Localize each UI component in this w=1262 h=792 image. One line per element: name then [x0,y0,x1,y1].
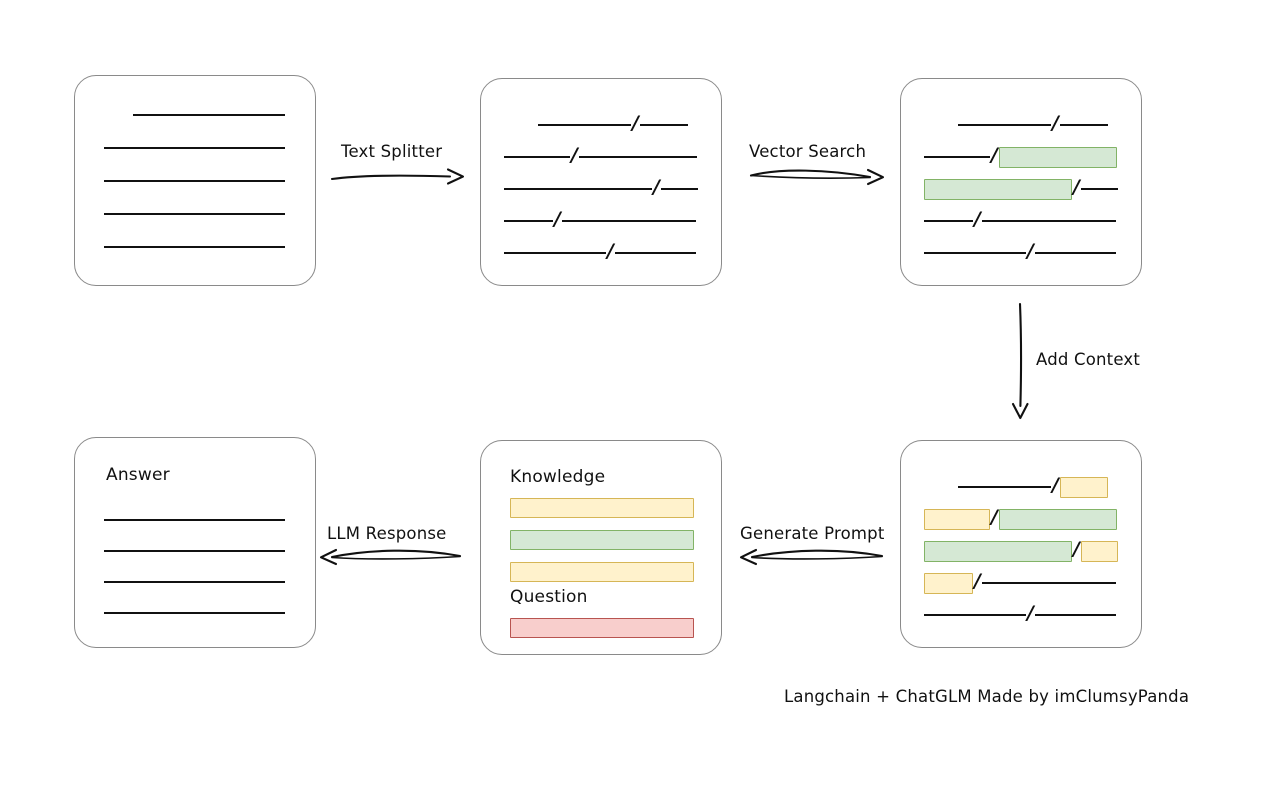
text-line-segment [924,155,990,158]
text-line-segment [958,485,1051,488]
text-line-segment [561,219,696,222]
text-line-segment [924,219,973,222]
prompt-bar-green[interactable] [510,530,694,550]
edge-text-splitter: Text Splitter [330,142,468,193]
text-line-segment [1080,187,1118,190]
prompt-bar-yellow[interactable] [510,498,694,518]
arrow-left-icon [319,548,462,566]
text-line-segment [614,251,696,254]
edge-add-context-label: Add Context [1036,350,1141,369]
edge-text-splitter-label: Text Splitter [341,142,443,161]
text-line-segment [924,251,1026,254]
text-line-segment [660,187,698,190]
text-line-segment [578,155,697,158]
prompt-bar-yellow[interactable] [510,562,694,582]
text-line-segment [104,580,285,583]
edge-add-context: Add Context [992,300,1162,422]
highlight-chip-yellow[interactable] [924,509,990,530]
matched-chunks-lines: ///// [901,79,1141,285]
highlight-chip-yellow[interactable] [924,573,973,594]
knowledge-label: Knowledge [510,467,606,487]
text-line-segment [981,219,1116,222]
highlight-chip-green[interactable] [924,179,1072,200]
question-label: Question [510,587,588,607]
context-chunks-lines: ///// [901,441,1141,647]
highlight-chip-green[interactable] [998,147,1117,168]
text-line-segment [104,549,285,552]
answer-title: Answer [106,465,170,485]
arrow-left-icon [739,548,884,566]
text-line-segment [104,245,285,248]
text-line-segment [1059,123,1108,126]
edge-generate-prompt-label: Generate Prompt [740,524,885,543]
text-line-segment [639,123,688,126]
text-line-segment [1034,613,1116,616]
node-context-chunks[interactable]: ///// [900,440,1142,648]
text-line-segment [504,155,570,158]
edge-llm-response: LLM Response [318,524,466,572]
text-line-segment [1034,251,1116,254]
text-line-segment [504,187,652,190]
prompt-bar-red[interactable] [510,618,694,638]
text-line-segment [981,581,1116,584]
highlight-chip-yellow[interactable] [1080,541,1118,562]
arrow-right-icon [749,168,885,186]
highlight-chip-green[interactable] [998,509,1117,530]
edge-vector-search: Vector Search [748,142,888,193]
highlight-chip-green[interactable] [924,541,1072,562]
text-line-segment [538,123,631,126]
text-line-segment [504,251,606,254]
arrow-down-icon [1011,302,1029,420]
edge-vector-search-label: Vector Search [749,142,867,161]
node-matched-chunks[interactable]: ///// [900,78,1142,286]
text-line-segment [104,518,285,521]
edge-llm-response-label: LLM Response [327,524,447,543]
text-line-segment [104,212,285,215]
text-line-segment [504,219,553,222]
arrow-right-icon [330,168,465,185]
footer-credit: Langchain + ChatGLM Made by imClumsyPand… [784,687,1190,706]
source-document-lines [75,76,315,285]
text-line-segment [104,146,285,149]
split-chunks-lines: ///// [481,79,721,285]
text-line-segment [104,179,285,182]
node-source-document[interactable] [74,75,316,286]
node-answer[interactable]: Answer [74,437,316,648]
text-line-segment [924,613,1026,616]
text-line-segment [104,611,285,614]
edge-generate-prompt: Generate Prompt [736,524,888,572]
answer-lines [75,438,315,647]
node-prompt[interactable]: Knowledge Question [480,440,722,655]
text-line-segment [133,113,285,116]
text-line-segment [958,123,1051,126]
highlight-chip-yellow[interactable] [1059,477,1108,498]
node-split-chunks[interactable]: ///// [480,78,722,286]
